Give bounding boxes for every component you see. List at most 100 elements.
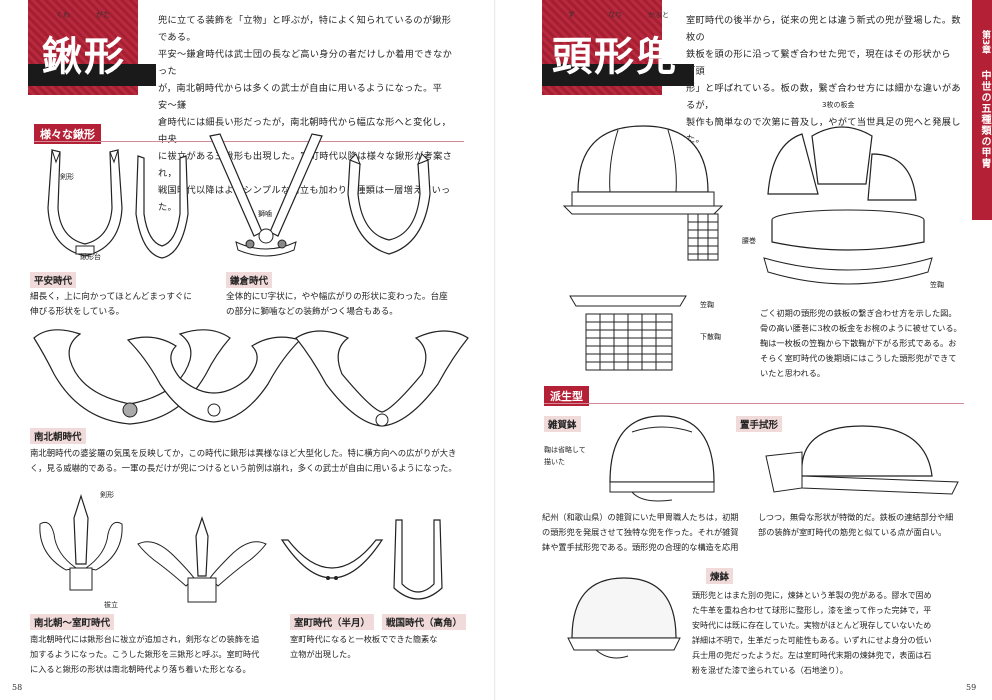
intro-line: 鉄板を頭の形に沿って繋ぎ合わせた兜で，現在はその形状から「頭 [686, 49, 951, 77]
page-number-right: 59 [966, 683, 977, 692]
intro-line: 製作も簡単なので次第に普及し，やがて当世具足の兜へと発展した。 [686, 117, 961, 145]
heian-text: 細長く，上に向かってほとんどまっすぐに 伸びる形状をしている。 [30, 290, 210, 320]
title-ruby-2: がた [96, 11, 110, 19]
muromachi-text: 室町時代になると一枚板でできた簡素な 立物が出現した。 [290, 632, 460, 662]
nanbokucho-kuwagata-2-illustration [124, 328, 304, 428]
neribachi-text-line: 安時代には既に存在していた。実物がほとんど現存していないため [692, 621, 932, 630]
nanbokucho-text: 南北朝時代の婆娑羅の気風を反映してか，この時代に鍬形は異様なほど大型化した。特に… [30, 446, 480, 476]
saikabachi-label: 雑賀鉢 [544, 416, 581, 432]
intro-line: が，南北朝時代からは多くの武士が自由に用いるようになった。平安〜鎌 [158, 83, 443, 111]
nanbokucho-text-line: く，見る威嚇的である。一軍の長だけが兜につけるという前例は崩れ，多くの武士が自由… [30, 463, 457, 473]
kamakura-text: 全体的にU字状に，やや幅広がりの形状に変わった。台座 の部分に獅噛などの装飾がつ… [226, 290, 476, 320]
kuwagatadai-label: 鍬形台 [80, 253, 101, 261]
heian-text-line: 伸びる形状をしている。 [30, 307, 125, 317]
mitsukuwagata-2-illustration [134, 516, 270, 608]
heian-kuwagata-2-illustration [132, 154, 192, 262]
title-underline-bar [28, 64, 156, 86]
shishigashira-label: 獅噛 [258, 210, 272, 218]
mitsukuwagata-illustration [36, 494, 126, 602]
title-underline-bar-right [542, 64, 694, 86]
nanboku-muromachi-text-line: に入ると鍬形の形状は南北朝時代より落ち着いた形となる。 [30, 664, 251, 674]
haraidate-label: 祓立 [104, 601, 118, 609]
saikabachi-illustration [602, 412, 722, 508]
section-title: 様々な鍬形 [34, 124, 101, 144]
okitenugui-label: 置手拭形 [736, 416, 783, 432]
derived-text-line: 鉢や置手拭形兜である。頭形兜の合理的な構造を応用 [542, 542, 739, 552]
derived-text-line: しつつ，無骨な形状が特徴的だ。鉄板の連結部分や細 [758, 512, 954, 522]
heian-text-line: 細長く，上に向かってほとんどまっすぐに [30, 292, 192, 302]
intro-line: 平安〜鎌倉時代は武士団の長など高い身分の者だけしか着用できなかった [158, 49, 453, 77]
structure-text-line: 骨の高い腰巻に3枚の板金をお椀のように被せている。 [760, 323, 962, 333]
okitenugui-illustration [762, 416, 962, 508]
kengata-label: 剣形 [60, 173, 74, 181]
page-number-left: 58 [12, 683, 23, 692]
neribachi-text-line: た牛革を重ね合わせて球形に整形し，漆を塗って作った完鉢で，平 [692, 606, 932, 615]
intro-text-right: 室町時代の後半から，従来の兜とは違う新式の兜が登場した。数枚の 鉄板を頭の形に沿… [686, 12, 966, 148]
page-title: 鍬形 [42, 34, 126, 80]
kengata-label-2: 剣形 [100, 491, 114, 499]
neribachi-text-line: 粉を混ぜた漆で塗られている（石地塗り）。 [692, 666, 848, 675]
title-ruby-3-right: かぶと [648, 11, 669, 19]
intro-line: 兜に立てる装飾を「立物」と呼ぶが，特によく知られているのが鍬形である。 [158, 15, 452, 43]
left-page: くわ がた 鍬形 兜に立てる装飾を「立物」と呼ぶが，特によく知られているのが鍬形… [12, 0, 480, 692]
kamakura-kuwagata-2-illustration [346, 154, 432, 262]
sengoku-label: 戦国時代（高角） [382, 614, 467, 630]
title-ruby-1-right: ず [568, 11, 575, 19]
sketch-note-line: 鞠は省略して [544, 446, 586, 454]
title-ruby-2-right: なり [608, 11, 622, 19]
neribachi-text-line: 詳細は不明で，生革だった可能性もある。いずれにせよ身分の低い [692, 636, 932, 645]
intro-line: 形」と呼ばれている。板の数，繋ぎ合わせ方には細かな違いがあるが， [686, 83, 961, 111]
sketch-note-line: 描いた [544, 458, 565, 466]
derived-text-left: 紀州（和歌山県）の雑賀にいた甲冑職人たちは，初期 の頭形兜を発展させて独特な兜を… [542, 510, 752, 555]
derived-text-line: 紀州（和歌山県）の雑賀にいた甲冑職人たちは，初期 [542, 512, 739, 522]
structure-text-line: ごく初期の頭形兜の鉄板の繋ぎ合わせ方を示した図。 [760, 308, 957, 318]
exploded-koshimaki-illustration [758, 208, 938, 298]
zunari-kabuto-illustration [558, 122, 728, 262]
chapter-tab: 第3章 中世の五種類の甲冑 [972, 0, 992, 220]
derived-section-title: 派生型 [544, 386, 589, 406]
muromachi-label: 室町時代（半月） [290, 614, 375, 630]
chapter-number: 第3章 [980, 30, 990, 55]
kamakura-kuwagata-illustration [206, 132, 326, 264]
muromachi-text-line: 室町時代になると一枚板でできた簡素な [290, 634, 438, 644]
derived-text-right: しつつ，無骨な形状が特徴的だ。鉄板の連結部分や細 部の装飾が室町時代の筋兜と似て… [758, 510, 968, 540]
title-ruby-1: くわ [56, 11, 70, 19]
structure-text-line: そらく室町時代の後期頃にはこうした頭形兜ができて [760, 353, 957, 363]
shitajikoro-label: 下散鞠 [700, 333, 721, 341]
intro-line: 戦国時代以降はよりシンプルな前立も加わり，種類は一層増えていった。 [158, 185, 451, 213]
kamakura-label: 鎌倉時代 [226, 272, 273, 288]
derived-text-line: 部の装飾が室町時代の筋兜と似ている点が面白い。 [758, 527, 947, 537]
chapter-title: 中世の五種類の甲冑 [979, 70, 990, 169]
intro-line: 室町時代の後半から，従来の兜とは違う新式の兜が登場した。数枚の [686, 15, 961, 43]
heian-label: 平安時代 [30, 272, 77, 288]
kamakura-text-line: 全体的にU字状に，やや幅広がりの形状に変わった。台座 [226, 292, 448, 302]
neribachi-text-line: 兵士用の兜だったようだ。左は室町時代末期の煉鉢兜で，表面は石 [692, 651, 932, 660]
koshimaki-label: 腰巻 [742, 237, 756, 245]
derived-section-rule [544, 403, 964, 404]
shikoro-illustration [566, 292, 690, 374]
exploded-plates-illustration [762, 114, 922, 204]
structure-text-line: いたと思われる。 [760, 368, 826, 378]
nanboku-muromachi-text-line: 南北朝時代には鍬形台に祓立が追加され，剣形などの装飾を追 [30, 634, 260, 644]
neribachi-text: 頭形兜とはまた別の兜に，煉鉢という革製の兜がある。膠水で固め た牛革を重ね合わせ… [692, 588, 962, 678]
nanbokucho-label: 南北朝時代 [30, 428, 86, 444]
section-rule [34, 141, 464, 142]
right-page: ず なり かぶと 頭形兜 室町時代の後半から，従来の兜とは違う新式の兜が登場した… [496, 0, 992, 700]
neribachi-text-line: 頭形兜とはまた別の兜に，煉鉢という革製の兜がある。膠水で固め [692, 591, 932, 600]
nanboku-muromachi-label: 南北朝〜室町時代 [30, 614, 115, 630]
derived-text-line: の頭形兜を発展させて独特な兜を作った。それが雑賀 [542, 527, 739, 537]
hangetsu-illustration [278, 536, 386, 580]
structure-text-line: 鞠は一枚板の笠鞠から下散鞠が下がる形式である。お [760, 338, 957, 348]
muromachi-text-line: 立物が出現した。 [290, 649, 356, 659]
nanbokucho-text-line: 南北朝時代の婆娑羅の気風を反映してか，この時代に鍬形は異様なほど大型化した。特に… [30, 448, 457, 458]
heian-kuwagata-illustration [40, 148, 130, 266]
nanboku-muromachi-text-line: 加するようになった。こうした鍬形を三鍬形と呼ぶ。室町時代 [30, 649, 260, 659]
nanboku-muromachi-text: 南北朝時代には鍬形台に祓立が追加され，剣形などの装飾を追 加するようになった。こ… [30, 632, 280, 677]
nanbokucho-kuwagata-3-illustration [292, 324, 472, 432]
sketch-note: 鞠は省略して 描いた [544, 444, 586, 468]
three-plates-label: 3枚の板金 [822, 101, 855, 109]
neribachi-label: 煉鉢 [706, 568, 734, 584]
takatsuno-illustration [390, 518, 446, 610]
structure-text: ごく初期の頭形兜の鉄板の繋ぎ合わせ方を示した図。 骨の高い腰巻に3枚の板金をお椀… [760, 306, 970, 381]
kasajikoro-label: 笠鞠 [930, 281, 944, 289]
